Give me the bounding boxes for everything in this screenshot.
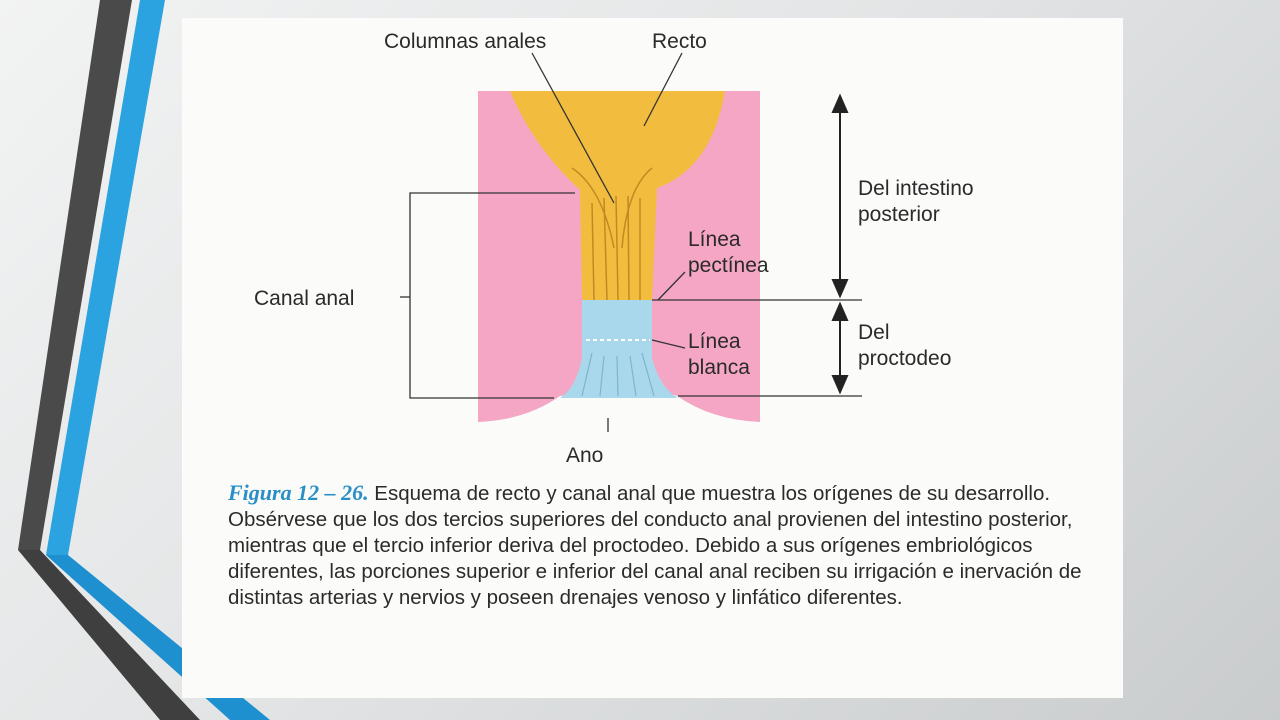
anal-columns: [571, 167, 653, 301]
columnas-leader: [531, 52, 615, 204]
blue-left-stripe: [46, 0, 165, 555]
recto-leader: [643, 52, 683, 127]
anal-canal-diagram: Columnas anales Recto Del intestino post…: [254, 30, 974, 467]
canal-anal-bracket: [409, 192, 575, 399]
label-del-proctodeo-1: Del: [858, 321, 890, 344]
dark-bottom-stripe: [18, 550, 200, 720]
label-del-intestino-2: posterior: [858, 203, 940, 226]
intestino-arrow: [831, 93, 849, 299]
label-linea-pectinea-1: Línea: [688, 228, 741, 251]
label-del-proctodeo-2: proctodeo: [858, 347, 951, 370]
label-linea-blanca-2: blanca: [688, 356, 750, 379]
label-del-intestino-1: Del intestino: [858, 177, 974, 200]
label-linea-blanca-1: Línea: [688, 330, 741, 353]
pectinea-leader: [657, 271, 686, 301]
figure-image: Columnas anales Recto Del intestino post…: [182, 18, 1123, 698]
rectum-region: [510, 91, 725, 300]
caption-text: Esquema de recto y canal anal que muestr…: [228, 482, 1082, 609]
label-canal-anal: Canal anal: [254, 287, 354, 310]
label-ano: Ano: [566, 444, 603, 467]
label-recto: Recto: [652, 30, 707, 53]
proctodeum-folds: [581, 352, 655, 397]
label-linea-pectinea-2: pectínea: [688, 254, 769, 277]
label-columnas-anales: Columnas anales: [384, 30, 546, 53]
figure-caption: Figura 12 – 26. Esquema de recto y canal…: [228, 480, 1108, 611]
blanca-leader: [651, 339, 686, 349]
proctodeum-region: [560, 300, 678, 398]
dark-left-stripe: [18, 0, 132, 550]
figure-reference: Figura 12 – 26.: [228, 480, 369, 505]
proctodeo-arrow: [831, 301, 849, 395]
